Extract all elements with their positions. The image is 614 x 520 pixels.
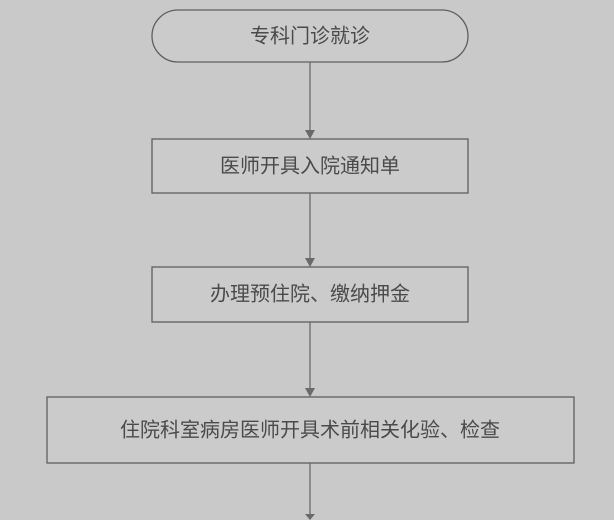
connector-4	[305, 463, 315, 520]
node-ward-tests-label: 住院科室病房医师开具术前相关化验、检查	[120, 418, 500, 442]
node-admission-notice-label: 医师开具入院通知单	[220, 154, 400, 178]
node-outpatient-visit: 专科门诊就诊	[151, 9, 469, 63]
node-outpatient-visit-label: 专科门诊就诊	[250, 24, 370, 48]
connector-2	[305, 193, 315, 267]
node-pre-admission-deposit: 办理预住院、缴纳押金	[151, 266, 469, 323]
connector-2-arrowhead	[305, 258, 315, 267]
node-pre-admission-deposit-label: 办理预住院、缴纳押金	[210, 282, 410, 306]
connector-1-arrowhead	[305, 130, 315, 139]
connector-1	[305, 62, 315, 139]
node-ward-tests: 住院科室病房医师开具术前相关化验、检查	[46, 396, 575, 464]
connector-3-arrowhead	[305, 388, 315, 397]
node-ward-tests-shape	[46, 396, 575, 464]
node-admission-notice: 医师开具入院通知单	[151, 138, 469, 194]
connector-4-arrowhead	[305, 514, 315, 520]
connector-3	[305, 322, 315, 397]
node-admission-notice-shape	[151, 138, 469, 194]
